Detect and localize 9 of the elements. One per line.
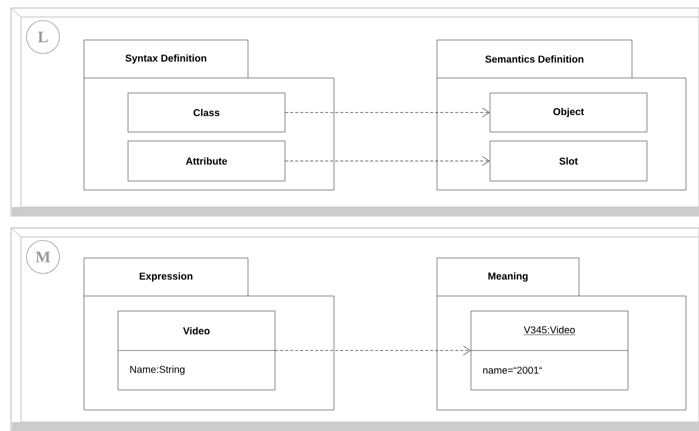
dependency-arrow: [284, 156, 490, 166]
element-box: Slot: [490, 140, 648, 182]
class-box: Video Name:String: [118, 310, 276, 390]
class-box: V345:Video name=“2001“: [470, 310, 628, 390]
dependency-arrow: [274, 346, 471, 356]
element-box: Object: [490, 92, 648, 132]
element-box: Attribute: [128, 140, 286, 182]
element-box: Class: [128, 92, 286, 132]
dependency-arrow: [284, 108, 490, 118]
